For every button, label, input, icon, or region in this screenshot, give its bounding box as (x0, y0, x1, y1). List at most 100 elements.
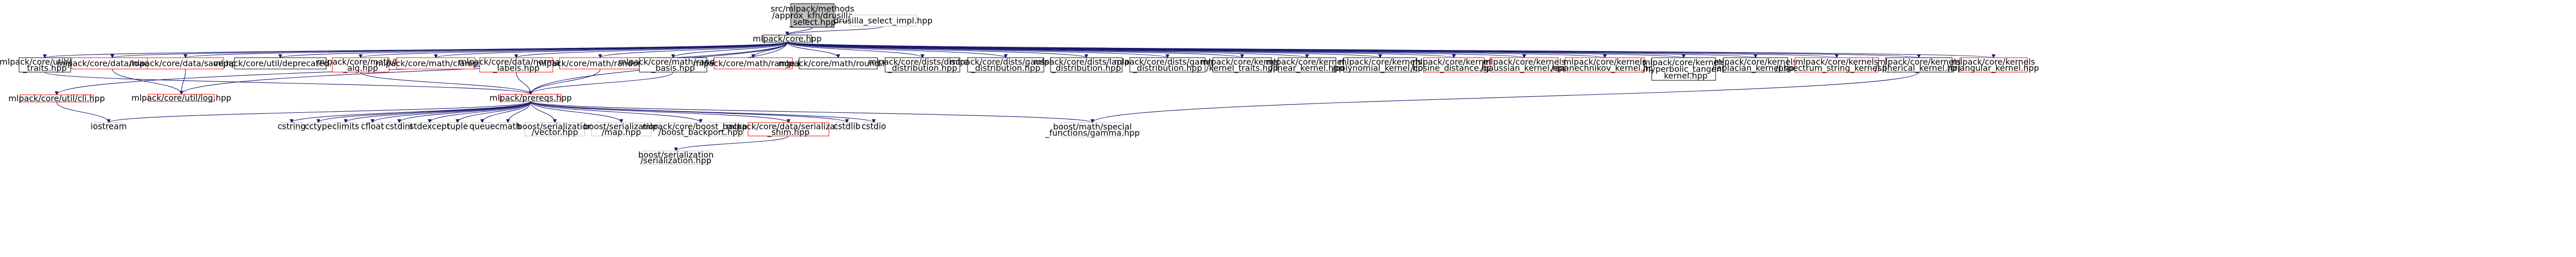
node-lin_alg-label-line-1: _alg.hpp (343, 63, 378, 74)
edge-prereqs-to-boost_gamma (530, 101, 1093, 123)
node-gamma-label-line-0: mlpack/core/util/arma (0, 57, 90, 67)
node-cstdio: cstdio (861, 122, 886, 131)
node-laplace[interactable]: mlpack/core/dists/laplace_distribution.h… (1034, 57, 1139, 74)
node-random_basis-label-line-1: _basis.hpp (651, 63, 695, 74)
node-spherical-label-line-1: /spherical_kernel.hpp (1875, 63, 1963, 74)
arrowhead-core-to-lin_alg (359, 54, 363, 59)
edge-layer (43, 14, 1996, 152)
node-gaussian_dist-label-line-0: mlpack/core/dists/gaussian (950, 57, 1062, 67)
node-ser_vector-label-line-0: boost/serialization (517, 122, 592, 131)
node-core-label-line-0: mlpack/core.hpp (753, 34, 822, 44)
node-hyperbolic-label-line-0: mlpack/core/kernels (1642, 58, 1725, 67)
edge-core-to-round (787, 42, 839, 58)
node-lin_alg[interactable]: mlpack/core/math/lin_alg.hpp (317, 57, 404, 74)
node-polynomial[interactable]: mlpack/core/kernels/polynomial_kernel.hp… (1332, 57, 1428, 74)
node-ser_vector-label-line-1: /vector.hpp (532, 127, 578, 137)
node-discrete[interactable]: mlpack/core/dists/discrete_distribution.… (868, 57, 976, 74)
node-load[interactable]: mlpack/core/data/load.hpp (57, 57, 168, 70)
edge-prereqs-to-ser_map (530, 101, 622, 123)
node-gamma_dist-box (1129, 57, 1206, 73)
node-hyperbolic-label-line-2: _kernel.hpp (1659, 71, 1708, 81)
node-gaussian_kernel[interactable]: mlpack/core/kernels/gaussian_kernel.hpp (1481, 57, 1568, 74)
node-cstring: cstring (278, 122, 306, 131)
arrowhead-prereqs-to-stdexcept (428, 119, 432, 124)
node-deprecated-box (234, 57, 327, 70)
node-cstdio-label-line-0: cstdio (861, 122, 886, 131)
node-stdexcept-label-line-0: stdexcept (410, 122, 450, 131)
arrowhead-core-to-deprecated (278, 54, 282, 59)
edge-core-to-lin_alg (360, 42, 788, 58)
node-gaussian_dist[interactable]: mlpack/core/dists/gaussian_distribution.… (950, 57, 1062, 74)
edge-root-to-core (787, 27, 813, 36)
node-ser_map: boost/serialization/map.hpp (584, 122, 659, 137)
node-log[interactable]: mlpack/core/util/log.hpp (131, 93, 231, 103)
node-deprecated[interactable]: mlpack/core/util/deprecated.hpp (213, 57, 348, 70)
node-clamp[interactable]: mlpack/core/math/clamp.hpp (375, 57, 497, 70)
node-ser_map-label-line-1: /map.hpp (602, 127, 641, 137)
node-cosine-label-line-0: mlpack/core/kernels (1412, 57, 1495, 67)
arrowhead-core-to-triangular (1991, 54, 1996, 59)
node-spherical-box (1885, 57, 1953, 73)
node-cstdint: cstdint (385, 122, 413, 131)
node-prereqs[interactable]: mlpack/prereqs.hpp (489, 93, 572, 103)
node-gamma[interactable]: mlpack/core/util/arma_traits.hpp (0, 57, 90, 74)
arrowhead-core-to-normalize (514, 54, 518, 59)
node-round[interactable]: mlpack/core/math/round.hpp (778, 57, 899, 70)
node-shim[interactable]: mlpack/core/data/serialization_shim.hpp (726, 122, 851, 138)
node-pspectrum-label-line-1: /pspectrum_string_kernel.hpp (1775, 63, 1898, 74)
node-laplacian-label-line-0: mlpack/core/kernels (1714, 57, 1797, 67)
node-random_basis-box (639, 57, 707, 73)
node-cmath-box (498, 122, 518, 130)
node-epanechnikov[interactable]: mlpack/core/kernels/epanechnikov_kernel.… (1551, 57, 1658, 74)
node-hyperbolic[interactable]: mlpack/core/kernels/hyperbolic_tangent_k… (1642, 57, 1725, 81)
node-linear[interactable]: mlpack/core/kernels/linear_kernel.hpp (1265, 57, 1348, 74)
node-ser_serialization-label-line-0: boost/serialization (638, 150, 714, 160)
node-gamma_dist-label-line-0: mlpack/core/dists/gamma (1114, 57, 1221, 67)
node-gamma_dist[interactable]: mlpack/core/dists/gamma_distribution.hpp (1114, 57, 1221, 74)
edge-gamma-to-prereqs (44, 72, 531, 95)
arrowhead-prereqs-to-queue (480, 119, 484, 124)
arrowhead-impl-to-core (785, 31, 789, 36)
node-cstdlib: cstdlib (834, 122, 861, 131)
edge-core-to-random_basis (672, 42, 788, 58)
node-deprecated-label-line-0: mlpack/core/util/deprecated.hpp (213, 59, 348, 68)
node-tuple: tuple (447, 122, 468, 131)
node-laplacian-box (1723, 57, 1788, 73)
edge-shim-to-ser_serialization (675, 135, 789, 151)
node-laplace-label-line-1: _distribution.hpp (1051, 63, 1121, 74)
arrowhead-normalize-to-prereqs (529, 91, 533, 95)
node-gaussian_dist-box (967, 57, 1044, 73)
node-climits-label-line-0: climits (332, 122, 359, 131)
edge-core-to-laplace (787, 42, 1087, 58)
node-pspectrum[interactable]: mlpack/core/kernels/pspectrum_string_ker… (1775, 57, 1898, 74)
node-save-label-line-0: mlpack/core/data/save.hpp (129, 59, 242, 68)
arrowhead-prereqs-to-climits (344, 119, 348, 124)
node-spherical[interactable]: mlpack/core/kernels/spherical_kernel.hpp (1875, 57, 1963, 74)
node-save[interactable]: mlpack/core/data/save.hpp (129, 57, 242, 70)
arrowhead-spherical-to-boost_gamma (1090, 119, 1095, 124)
arrowhead-core-to-timers (55, 91, 59, 96)
node-random[interactable]: mlpack/core/math/random.hpp (536, 57, 664, 70)
edge-core-to-random (600, 42, 788, 58)
edge-prereqs-to-climits (345, 101, 531, 123)
node-tuple-label-line-0: tuple (447, 122, 468, 131)
node-hyperbolic-label-line-1: /hyperbolic_tangent (1642, 64, 1725, 75)
node-laplacian[interactable]: mlpack/core/kernels/laplacian_kernel.hpp (1711, 57, 1799, 74)
node-cosine[interactable]: mlpack/core/kernels/cosine_distance.hpp (1411, 57, 1497, 74)
node-boost_gamma-box (1061, 122, 1124, 138)
node-random_basis[interactable]: mlpack/core/math/random_basis.hpp (618, 57, 728, 74)
node-cmath-label-line-0: cmath (495, 122, 521, 131)
node-timers[interactable]: mlpack/core/util/cli.hpp (8, 94, 105, 104)
arrowhead-prereqs-to-cstdint (397, 119, 401, 124)
arrowhead-prereqs-to-cstring (290, 119, 294, 124)
node-impl: drusilla_select_impl.hpp (834, 14, 933, 27)
node-kernel_traits[interactable]: mlpack/core/kernels/kernel_traits.hpp (1200, 57, 1283, 74)
node-boost_gamma-label-line-0: boost/math/special (1053, 122, 1132, 132)
node-cstdlib-box (836, 122, 858, 130)
node-normalize[interactable]: mlpack/core/data/normalize_labels.hpp (459, 57, 574, 74)
arrowhead-core-to-gaussian_dist (1004, 54, 1008, 59)
node-range[interactable]: mlpack/core/math/range.hpp (693, 57, 814, 70)
node-triangular[interactable]: mlpack/core/kernels/triangular_kernel.hp… (1948, 57, 2039, 74)
node-core[interactable]: mlpack/core.hpp (753, 34, 822, 44)
